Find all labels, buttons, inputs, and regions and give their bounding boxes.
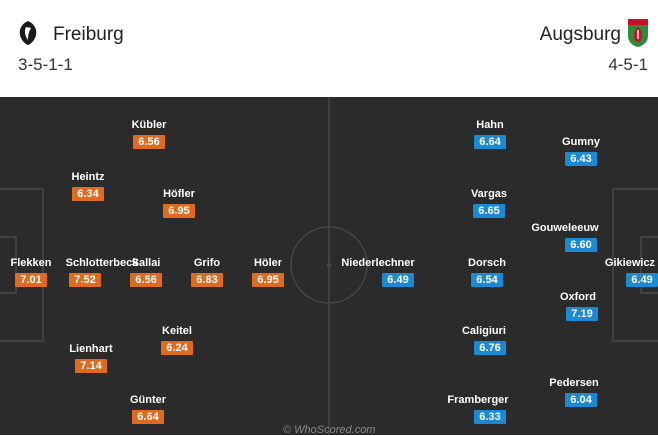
player-name: Günter	[129, 394, 167, 406]
player-rating: 6.33	[474, 410, 506, 424]
player-name: Sallai	[131, 257, 161, 269]
player-name: Hahn	[476, 119, 504, 131]
player-sallai[interactable]: Sallai 6.56	[106, 256, 186, 288]
player-name: Kübler	[131, 119, 167, 131]
player-rating: 6.24	[161, 341, 193, 355]
player-name: Höfler	[163, 188, 195, 200]
player-rating: 6.95	[252, 273, 284, 287]
player-vargas[interactable]: Vargas 6.65	[449, 187, 529, 219]
player-rating: 6.64	[474, 135, 506, 149]
home-formation: 3-5-1-1	[18, 55, 73, 74]
player-rating: 6.43	[565, 152, 597, 166]
player-rating: 7.52	[69, 273, 101, 287]
player-heintz[interactable]: Heintz 6.34	[48, 170, 128, 202]
player-gumny[interactable]: Gumny 6.43	[541, 135, 621, 167]
player-pedersen[interactable]: Pedersen 6.04	[534, 376, 614, 408]
player-grifo[interactable]: Grifo 6.83	[167, 256, 247, 288]
pitch-markings	[0, 97, 658, 435]
pitch	[0, 97, 658, 435]
player-rating: 6.95	[163, 204, 195, 218]
player-rating: 6.64	[132, 410, 164, 424]
player-name: Lienhart	[69, 343, 113, 355]
player-name: Schlotterbeck	[65, 257, 139, 269]
player-rating: 7.14	[75, 359, 107, 373]
player-name: Gikiewicz	[604, 257, 656, 269]
player-flekken[interactable]: Flekken 7.01	[0, 256, 71, 288]
player-rating: 6.49	[382, 273, 414, 287]
player-name: Pedersen	[549, 377, 599, 389]
player-kubler[interactable]: Kübler 6.56	[109, 118, 189, 150]
player-rating: 6.49	[626, 273, 658, 287]
match-header: Freiburg 3-5-1-1 Augsburg 4-5-1	[0, 0, 658, 97]
player-rating: 6.76	[474, 341, 506, 355]
player-hahn[interactable]: Hahn 6.64	[450, 118, 530, 150]
player-rating: 6.60	[565, 238, 597, 252]
player-rating: 6.34	[72, 187, 104, 201]
away-formation: 4-5-1	[608, 55, 648, 74]
watermark: © WhoScored.com	[283, 424, 376, 436]
player-holer[interactable]: Höler 6.95	[228, 256, 308, 288]
player-name: Oxford	[559, 291, 597, 303]
player-rating: 7.19	[566, 307, 598, 321]
player-niederlechner[interactable]: Niederlechner 6.49	[338, 256, 418, 288]
player-schlotterbeck[interactable]: Schlotterbeck 7.52	[62, 256, 142, 288]
player-gouweleeuw[interactable]: Gouweleeuw 6.60	[525, 221, 605, 253]
player-name: Flekken	[10, 257, 52, 269]
player-rating: 6.54	[471, 273, 503, 287]
player-name: Höler	[253, 257, 283, 269]
player-name: Caligiuri	[461, 325, 506, 337]
player-hofler[interactable]: Höfler 6.95	[139, 187, 219, 219]
player-keitel[interactable]: Keitel 6.24	[137, 324, 217, 356]
player-name: Heintz	[71, 171, 105, 183]
player-name: Framberger	[447, 394, 509, 406]
player-name: Dorsch	[468, 257, 506, 269]
player-rating: 6.56	[130, 273, 162, 287]
player-rating: 6.83	[191, 273, 223, 287]
player-dorsch[interactable]: Dorsch 6.54	[447, 256, 527, 288]
player-gikiewicz[interactable]: Gikiewicz 6.49	[590, 256, 658, 288]
player-oxford[interactable]: Oxford 7.19	[538, 290, 618, 322]
player-name: Gouweleeuw	[531, 222, 599, 234]
home-team-name[interactable]: Freiburg	[53, 24, 124, 45]
player-name: Gumny	[562, 136, 600, 148]
player-name: Grifo	[193, 257, 221, 269]
away-team-name[interactable]: Augsburg	[539, 24, 621, 45]
player-caligiuri[interactable]: Caligiuri 6.76	[444, 324, 524, 356]
player-gunter[interactable]: Günter 6.64	[108, 393, 188, 425]
player-name: Keitel	[162, 325, 192, 337]
player-rating: 6.65	[473, 204, 505, 218]
player-framberger[interactable]: Framberger 6.33	[438, 393, 518, 425]
player-lienhart[interactable]: Lienhart 7.14	[51, 342, 131, 374]
player-name: Vargas	[470, 188, 508, 200]
freiburg-crest-icon	[17, 20, 39, 46]
player-rating: 6.04	[565, 393, 597, 407]
player-name: Niederlechner	[341, 257, 415, 269]
player-rating: 6.56	[133, 135, 165, 149]
augsburg-crest-icon	[626, 18, 650, 48]
player-rating: 7.01	[15, 273, 47, 287]
